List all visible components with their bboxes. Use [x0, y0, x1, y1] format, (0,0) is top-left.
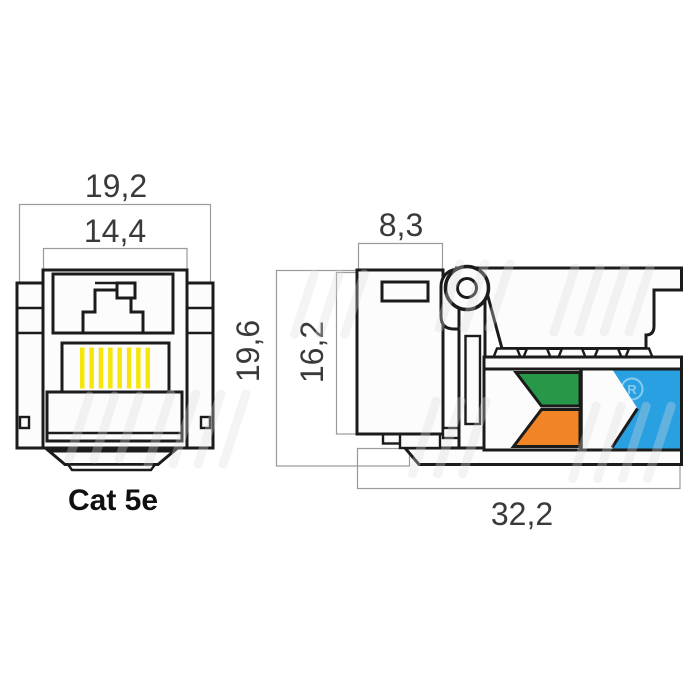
registered-mark-letter: R	[627, 382, 637, 397]
dim-label-front-depth: 8,3	[379, 207, 423, 243]
pin-6	[126, 347, 132, 389]
dim-label-front-inner-width: 14,4	[84, 213, 146, 249]
pin-1	[80, 347, 85, 389]
dim-label-total-depth: 32,2	[491, 496, 553, 532]
base-taper-rim	[65, 463, 158, 472]
front-view: 19,2 14,4 C	[15, 168, 215, 517]
left-wing-notch	[18, 415, 31, 430]
pin-4	[108, 347, 113, 389]
latch-arm-inner-panel	[464, 334, 482, 426]
label-arrow-lower-edge	[610, 407, 639, 449]
contact-pins	[80, 347, 150, 389]
watermark-overlay: R	[63, 258, 677, 485]
contact-field	[60, 341, 171, 394]
rj45-socket-staircase-profile	[53, 288, 173, 335]
dim-box-front-inner-width	[42, 247, 188, 272]
pin-3	[98, 347, 104, 389]
dim-label-front-outer-width: 19,2	[85, 168, 147, 204]
pin-5	[117, 347, 122, 389]
pin-7	[136, 347, 141, 389]
pin-8	[145, 347, 150, 389]
side-view: 8,3 19,6 16,2 32,2	[230, 207, 683, 532]
rj45-key-notch	[115, 281, 137, 300]
pin-2	[89, 347, 94, 389]
registered-trademark-watermark: R	[620, 377, 644, 401]
base-taper	[44, 449, 179, 466]
comb-base-bar	[482, 355, 683, 371]
dim-label-total-height: 19,6	[230, 320, 266, 382]
product-label: Cat 5e	[68, 484, 158, 517]
bezel-slot	[380, 280, 430, 303]
